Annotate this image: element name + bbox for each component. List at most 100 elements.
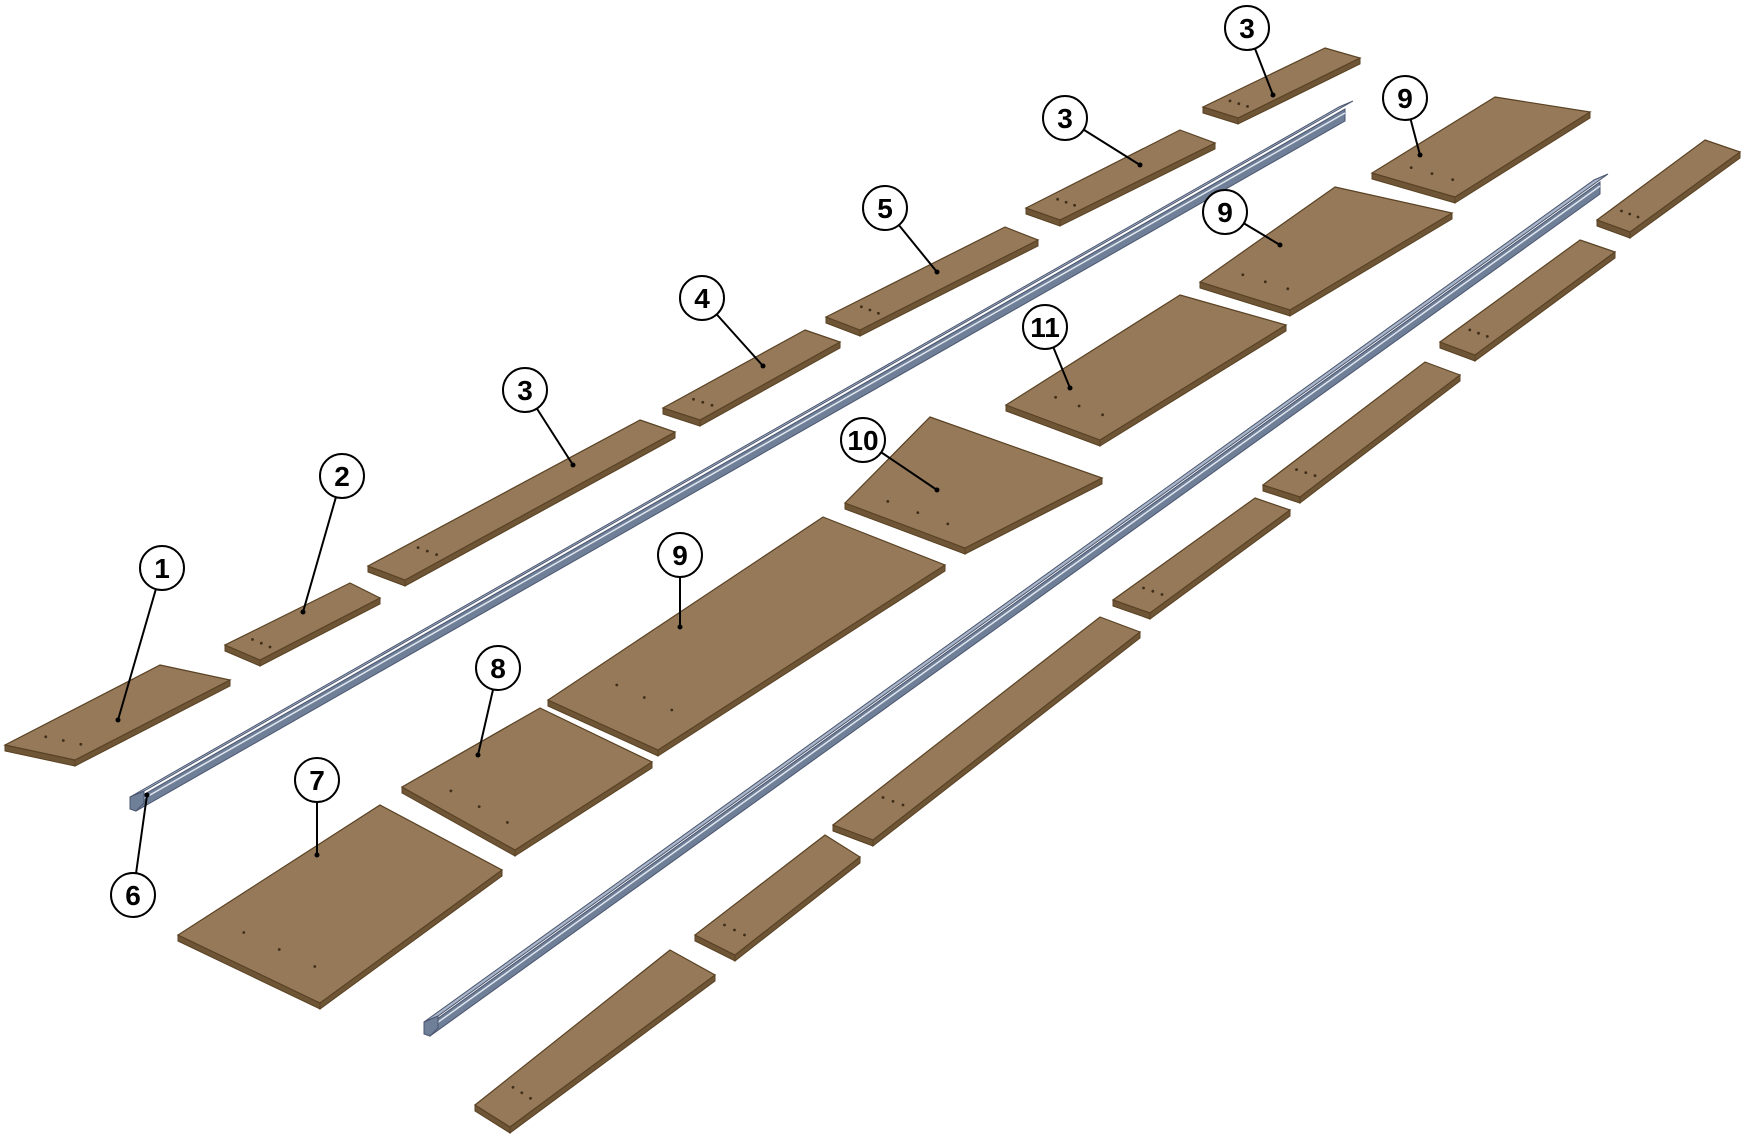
callout-circle — [139, 545, 185, 591]
board-r6 — [693, 834, 862, 963]
screw-hole — [723, 923, 726, 927]
screw-hole — [916, 511, 920, 514]
callout-number: 10 — [847, 425, 878, 456]
screw-hole — [701, 400, 705, 404]
board-r5 — [831, 616, 1142, 848]
callout-number: 9 — [672, 540, 688, 571]
board-top-face — [1370, 96, 1592, 198]
parts-layer — [3, 47, 1742, 1134]
screw-hole — [1263, 280, 1267, 284]
screw-hole — [416, 546, 420, 549]
callout-leader-dot — [115, 717, 121, 723]
screw-hole — [1246, 105, 1249, 108]
screw-hole — [615, 683, 619, 687]
board-r1 — [1595, 139, 1742, 239]
callout-leader-dot — [1137, 162, 1143, 168]
board-9a — [546, 516, 947, 757]
callout-c3a: 3 — [502, 367, 576, 468]
callout-c7: 7 — [294, 757, 340, 858]
board-top-face — [1024, 129, 1217, 221]
screw-hole — [642, 696, 646, 699]
rail-6-lower — [423, 173, 1609, 1037]
board-r4 — [1111, 497, 1292, 620]
callout-leader-line — [117, 567, 163, 721]
callout-circle — [1042, 95, 1088, 141]
callout-c8: 8 — [475, 645, 521, 758]
screw-hole — [710, 403, 714, 407]
screw-hole — [1064, 200, 1068, 204]
screw-hole — [868, 308, 872, 312]
board-top-face — [546, 516, 947, 751]
board-top-face — [1201, 47, 1362, 119]
callout-leader-dot — [475, 752, 481, 758]
screw-hole — [1151, 589, 1155, 593]
board-1 — [3, 664, 232, 767]
callout-number: 3 — [1057, 103, 1073, 134]
callout-leader-dot — [934, 269, 940, 275]
callout-number: 7 — [309, 765, 325, 796]
board-top-face — [1261, 361, 1462, 498]
board-r7 — [473, 949, 717, 1134]
board-top-face — [176, 804, 504, 1004]
screw-hole — [242, 931, 246, 934]
callout-c3c: 3 — [1224, 5, 1276, 98]
screw-hole — [79, 742, 83, 746]
screw-hole — [1304, 471, 1308, 474]
screw-hole — [1628, 212, 1632, 216]
board-top-face — [1111, 497, 1292, 614]
screw-hole — [877, 311, 880, 315]
screw-hole — [1056, 197, 1059, 201]
board-top-face — [473, 949, 717, 1128]
callout-circle — [657, 532, 703, 578]
screw-hole — [435, 553, 438, 556]
screw-hole — [1485, 335, 1489, 338]
board-r2 — [1438, 239, 1617, 362]
rail-highlight — [429, 185, 1601, 1029]
board-5 — [824, 226, 1040, 337]
screw-hole — [1077, 404, 1081, 408]
board-11 — [1004, 294, 1288, 447]
board-9c — [1370, 96, 1592, 204]
board-top-face — [366, 419, 677, 581]
callout-c11: 11 — [1022, 304, 1073, 391]
board-top-face — [1198, 186, 1454, 311]
callout-circle — [319, 453, 365, 499]
screw-hole — [692, 397, 695, 401]
callout-c10: 10 — [840, 417, 940, 493]
screw-hole — [313, 965, 317, 968]
screw-hole — [901, 803, 905, 807]
callout-circle — [475, 645, 521, 691]
screw-hole — [1477, 331, 1480, 335]
callout-number: 9 — [1217, 197, 1233, 228]
callout-number: 9 — [1397, 83, 1413, 114]
board-top-face — [1438, 239, 1617, 356]
board-top-face — [843, 416, 1104, 549]
screw-hole — [1142, 586, 1145, 590]
callout-leader-dot — [760, 363, 766, 369]
callout-circle — [679, 275, 725, 321]
screw-hole — [881, 796, 885, 799]
board-9b — [1198, 186, 1454, 317]
board-top-face — [1004, 294, 1288, 441]
rail-6-upper — [129, 100, 1354, 812]
screw-hole — [1054, 395, 1057, 399]
screw-hole — [259, 641, 263, 645]
callout-leader-dot — [144, 792, 150, 798]
screw-hole — [477, 805, 481, 808]
callout-number: 11 — [1030, 312, 1060, 343]
board-10 — [843, 416, 1104, 555]
board-top-face — [1595, 139, 1742, 233]
screw-hole — [1295, 468, 1298, 471]
rail-end-profile — [423, 1015, 439, 1037]
callout-number: 8 — [490, 653, 506, 684]
screw-hole — [449, 789, 453, 793]
callout-number: 4 — [694, 283, 710, 314]
board-4 — [661, 329, 842, 427]
callout-leader-dot — [934, 487, 940, 493]
rail-highlight — [135, 112, 1346, 804]
board-8 — [400, 707, 654, 857]
callout-circle — [840, 417, 886, 463]
